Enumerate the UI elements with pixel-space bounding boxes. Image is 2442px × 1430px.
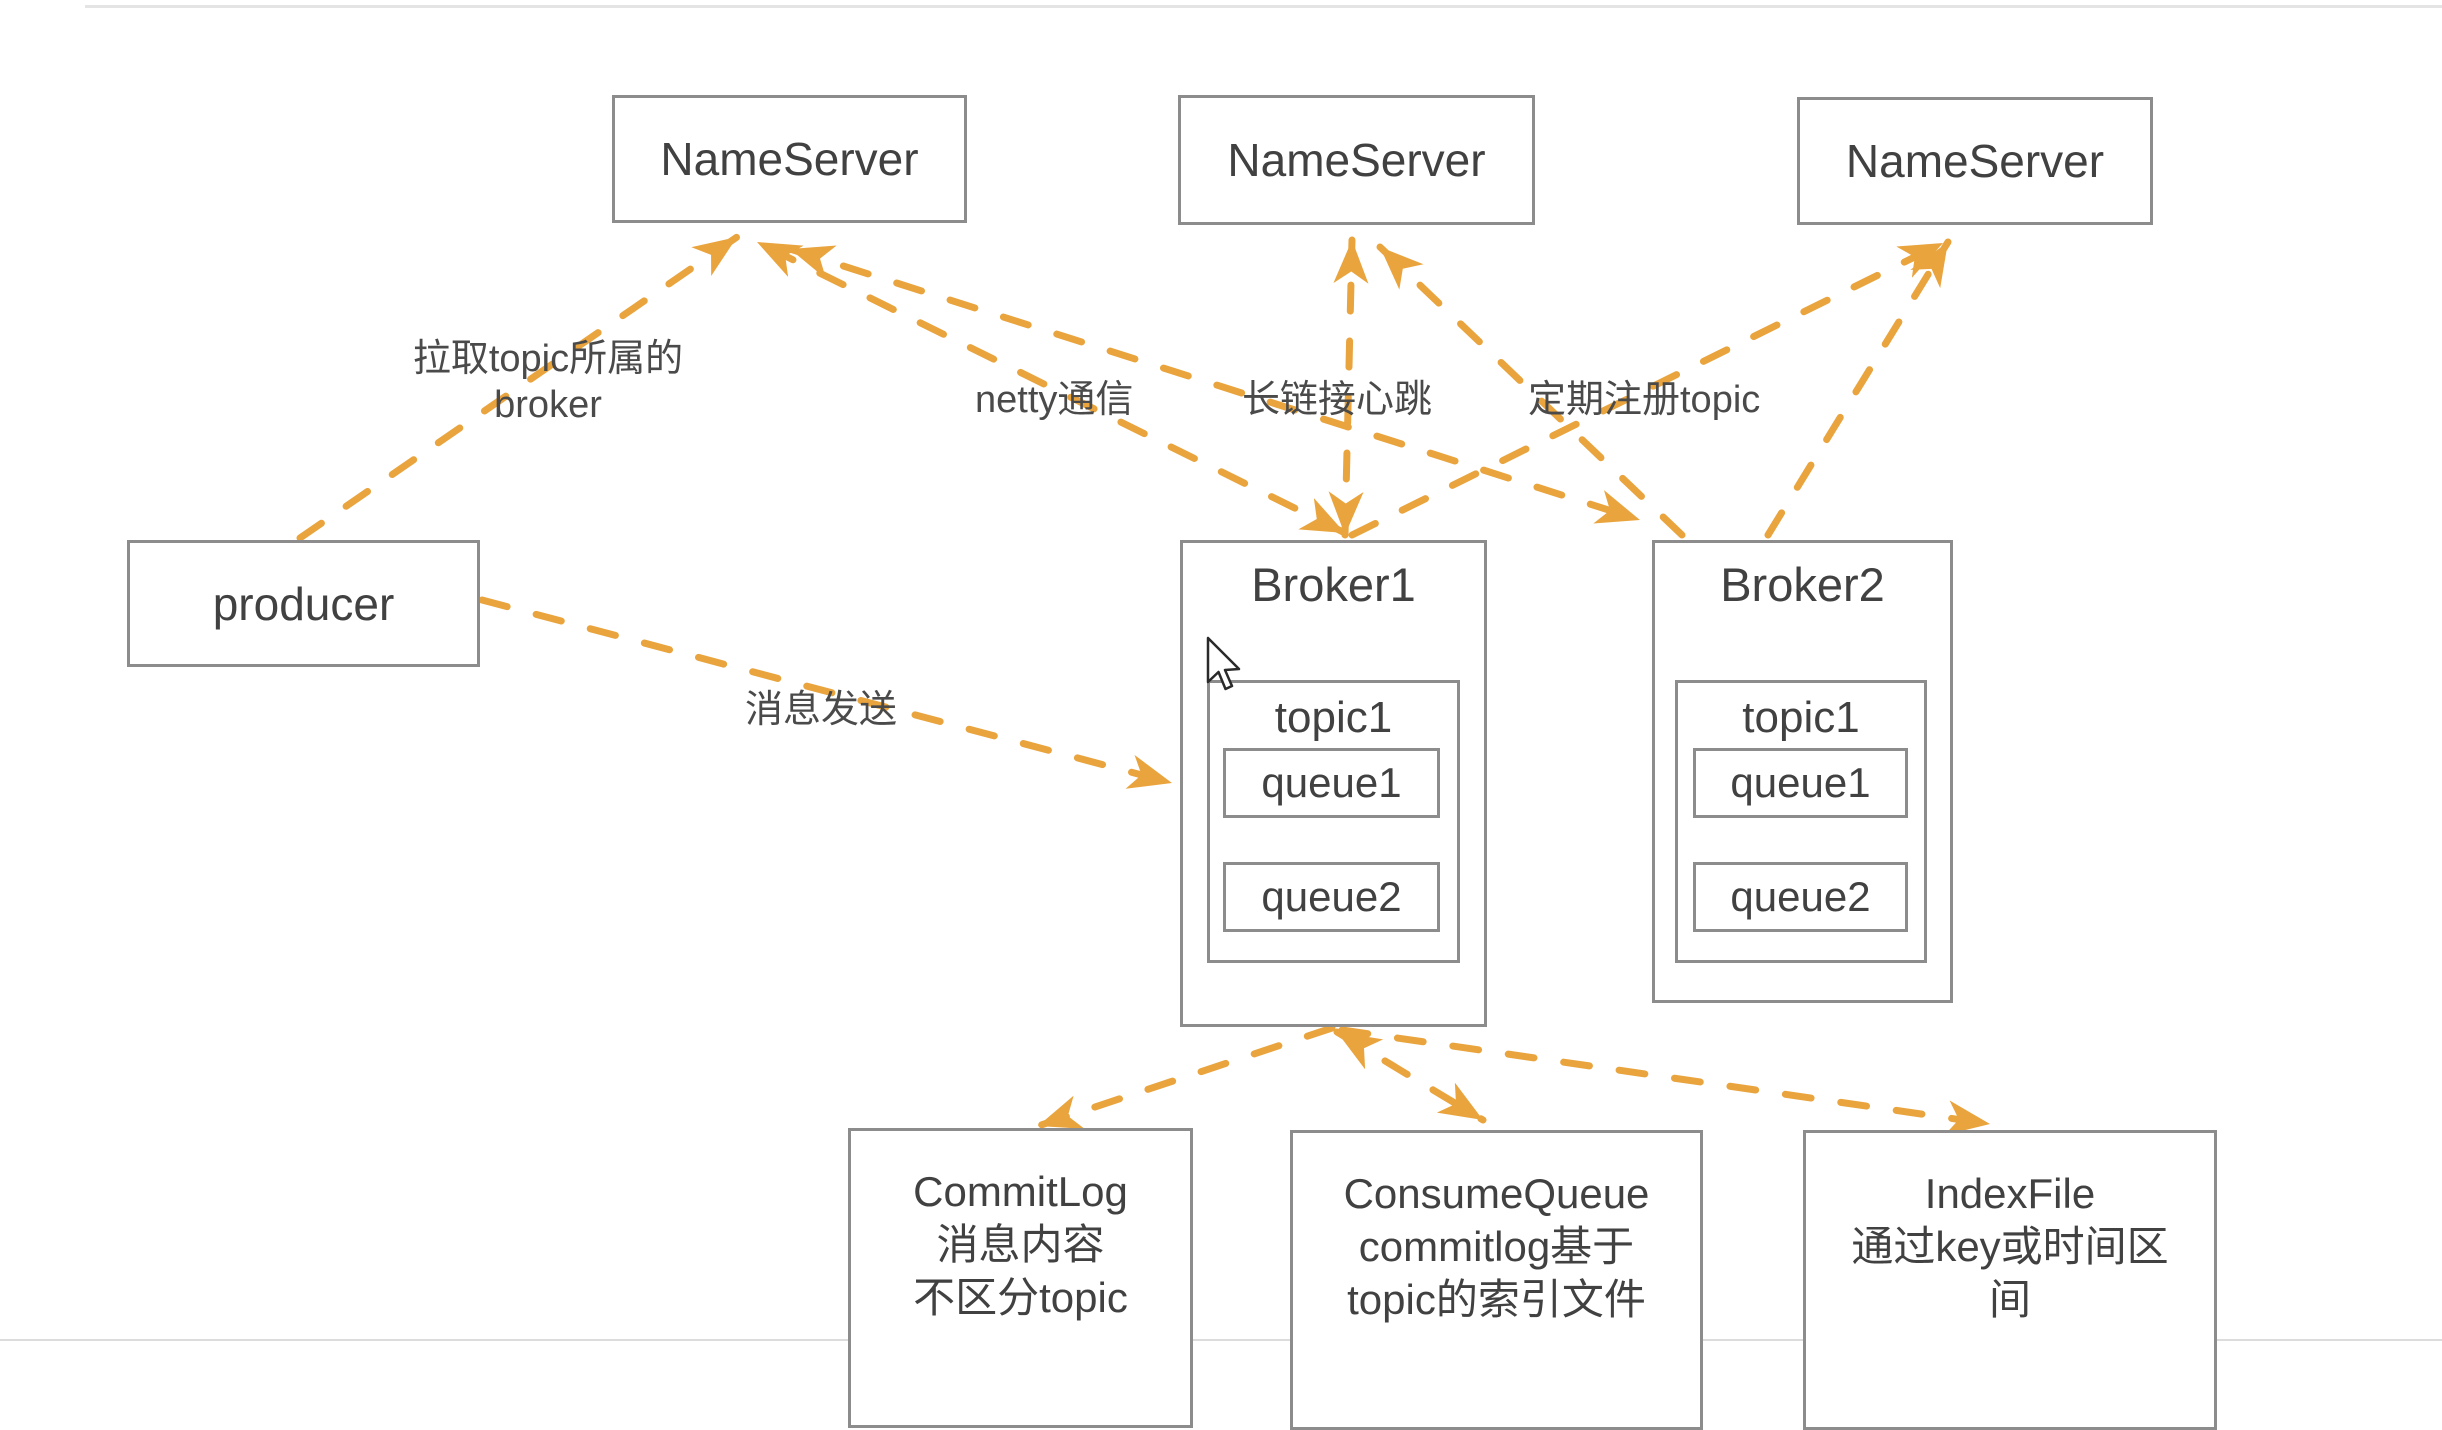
broker2-label: Broker2 — [1720, 558, 1885, 611]
edge-broker1-to-commitlog — [1034, 1024, 1336, 1130]
commitlog-line2: 消息内容 — [936, 1221, 1105, 1268]
broker2-topic-box: topic1 queue1 queue2 — [1675, 680, 1927, 963]
edge-broker1-to-consumequeue — [1333, 1028, 1487, 1124]
edge-broker1-to-nameserver3-register — [1348, 239, 1947, 539]
edge-nameserver1-to-broker2 — [786, 245, 1644, 524]
connection-arrows-layer — [296, 233, 1994, 1136]
edge-broker2-to-nameserver2 — [1376, 243, 1686, 539]
broker2-box: Broker2 topic1 queue1 queue2 — [1652, 540, 1953, 1003]
broker2-queue1-label: queue1 — [1730, 759, 1871, 806]
nameserver-2-label: NameServer — [1227, 134, 1486, 186]
edge-producer-to-broker1-send — [478, 596, 1176, 789]
netty-edge-label: netty通信 — [975, 379, 1134, 421]
edge-broker1-to-indexfile — [1338, 1026, 1994, 1136]
nameserver-3-label: NameServer — [1845, 135, 2105, 187]
consumequeue-line2: commitlog基于 — [1358, 1223, 1635, 1270]
nameserver-box-1: NameServer — [612, 95, 967, 223]
producer-label: producer — [212, 577, 395, 630]
indexfile-box: IndexFile 通过key或时间区 间 — [1803, 1130, 2217, 1430]
edge-broker1-to-nameserver2-heartbeat — [1328, 236, 1369, 539]
nameserver-box-2: NameServer — [1178, 95, 1535, 225]
broker2-queue2-box: queue2 — [1693, 862, 1908, 932]
nameserver-1-label: NameServer — [660, 133, 919, 185]
consumequeue-line1: ConsumeQueue — [1343, 1170, 1650, 1217]
bottom-frame-line — [0, 1339, 2442, 1341]
mouse-cursor — [1206, 636, 1241, 691]
broker1-label: Broker1 — [1251, 558, 1416, 611]
broker1-queue1-box: queue1 — [1223, 748, 1440, 818]
broker2-queue1-box: queue1 — [1693, 748, 1908, 818]
broker2-topic-label: topic1 — [1742, 693, 1860, 742]
commitlog-box: CommitLog 消息内容 不区分topic — [848, 1128, 1193, 1428]
producer-box: producer — [127, 540, 480, 667]
register-edge-label: 定期注册topic — [1528, 379, 1761, 421]
top-frame-line — [85, 5, 2442, 8]
broker1-box: Broker1 topic1 queue1 queue2 — [1180, 540, 1487, 1027]
edge-broker2-to-nameserver3 — [1764, 238, 1952, 539]
send-edge-label: 消息发送 — [745, 689, 898, 731]
indexfile-line1: IndexFile — [1924, 1170, 2096, 1217]
broker1-topic-label: topic1 — [1274, 693, 1393, 742]
consumequeue-line3: topic的索引文件 — [1347, 1276, 1646, 1323]
broker1-topic-box: topic1 queue1 queue2 — [1207, 680, 1460, 963]
architecture-diagram: NameServer NameServer NameServer produce… — [0, 5, 2442, 1430]
indexfile-line2: 通过key或时间区 — [1851, 1223, 2169, 1270]
pull-topic-edge-label: 拉取topic所属的 broker — [393, 336, 703, 428]
pull-topic-edge-label-line1: 拉取topic所属的 — [412, 338, 684, 380]
consumequeue-box: ConsumeQueue commitlog基于 topic的索引文件 — [1290, 1130, 1703, 1430]
broker1-queue1-label: queue1 — [1261, 759, 1402, 806]
commitlog-line1: CommitLog — [913, 1168, 1128, 1215]
broker2-queue2-label: queue2 — [1730, 873, 1871, 920]
broker1-queue2-box: queue2 — [1223, 862, 1440, 932]
pull-topic-edge-label-line2: broker — [494, 384, 602, 426]
broker1-queue2-label: queue2 — [1261, 873, 1402, 920]
commitlog-line3: 不区分topic — [913, 1274, 1128, 1321]
nameserver-box-3: NameServer — [1797, 97, 2153, 225]
indexfile-line3: 间 — [1988, 1276, 2031, 1323]
heartbeat-edge-label: 长链接心跳 — [1242, 379, 1433, 421]
